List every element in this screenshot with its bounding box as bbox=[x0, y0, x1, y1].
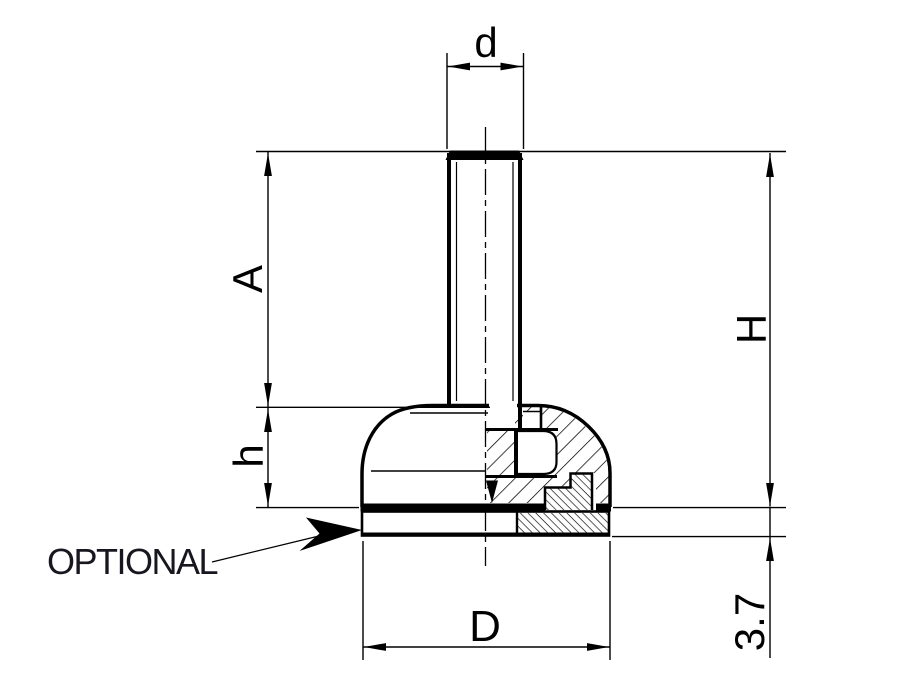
arrowhead bbox=[766, 154, 774, 177]
base-rim-band-right bbox=[596, 503, 611, 512]
arrowhead bbox=[264, 409, 272, 432]
stud-top-chamfer bbox=[445, 150, 524, 160]
dome-profile-right bbox=[517, 403, 612, 507]
arrowhead bbox=[264, 383, 272, 406]
dimension-d: d bbox=[446, 19, 525, 149]
retainer-notch bbox=[486, 480, 498, 503]
dimension-A: A bbox=[224, 150, 786, 408]
pad-section-hatch bbox=[517, 513, 609, 534]
leader-arrow-icon bbox=[299, 517, 362, 551]
part-view bbox=[360, 127, 612, 566]
arrowhead bbox=[587, 643, 609, 651]
dimension-label-3-7: 3.7 bbox=[726, 593, 773, 651]
dimension-label-H: H bbox=[728, 314, 775, 344]
arrowhead bbox=[766, 483, 774, 506]
dimension-label-D: D bbox=[469, 602, 501, 651]
arrowhead bbox=[264, 483, 272, 506]
optional-label: OPTIONAL bbox=[47, 541, 218, 582]
ball-outline bbox=[516, 429, 558, 476]
arrowhead bbox=[766, 538, 774, 561]
dimension-label-h: h bbox=[225, 444, 272, 467]
arrowhead bbox=[500, 62, 523, 71]
base-rim-band-left bbox=[360, 503, 545, 512]
dimension-label-A: A bbox=[224, 265, 271, 293]
arrowhead bbox=[448, 62, 470, 71]
dome-profile-left bbox=[360, 403, 489, 507]
arrowhead bbox=[364, 643, 386, 651]
dimension-D: D bbox=[362, 541, 611, 660]
insert-boss-outline bbox=[543, 472, 594, 510]
dimension-label-d: d bbox=[474, 19, 497, 66]
optional-callout: OPTIONAL bbox=[47, 517, 362, 582]
dimension-h: h bbox=[225, 408, 359, 509]
dimension-H: H bbox=[613, 153, 786, 509]
leader-line bbox=[211, 534, 322, 563]
insert-boss-hatch bbox=[545, 473, 592, 510]
dimension-pad-thickness: 3.7 bbox=[612, 508, 786, 658]
arrowhead bbox=[264, 153, 272, 176]
